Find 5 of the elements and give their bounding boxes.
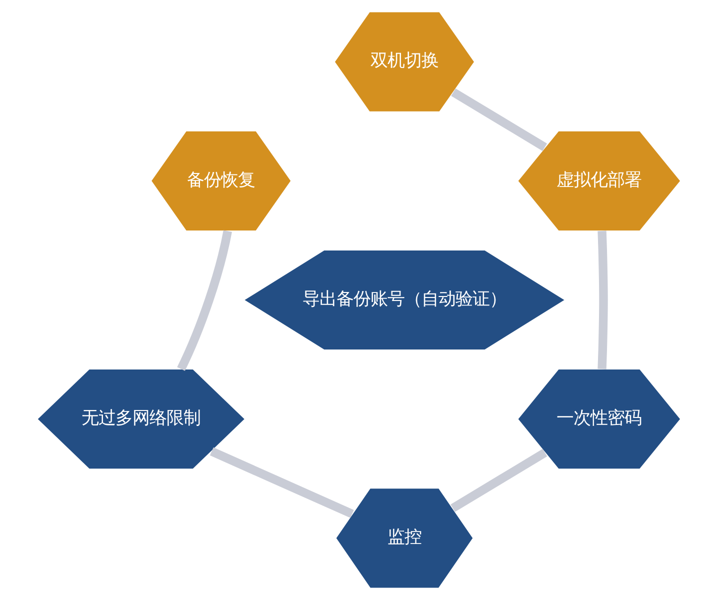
connector bbox=[209, 447, 354, 518]
connector bbox=[450, 88, 547, 151]
connector bbox=[176, 230, 232, 371]
connector bbox=[450, 448, 547, 512]
connector bbox=[597, 230, 608, 370]
